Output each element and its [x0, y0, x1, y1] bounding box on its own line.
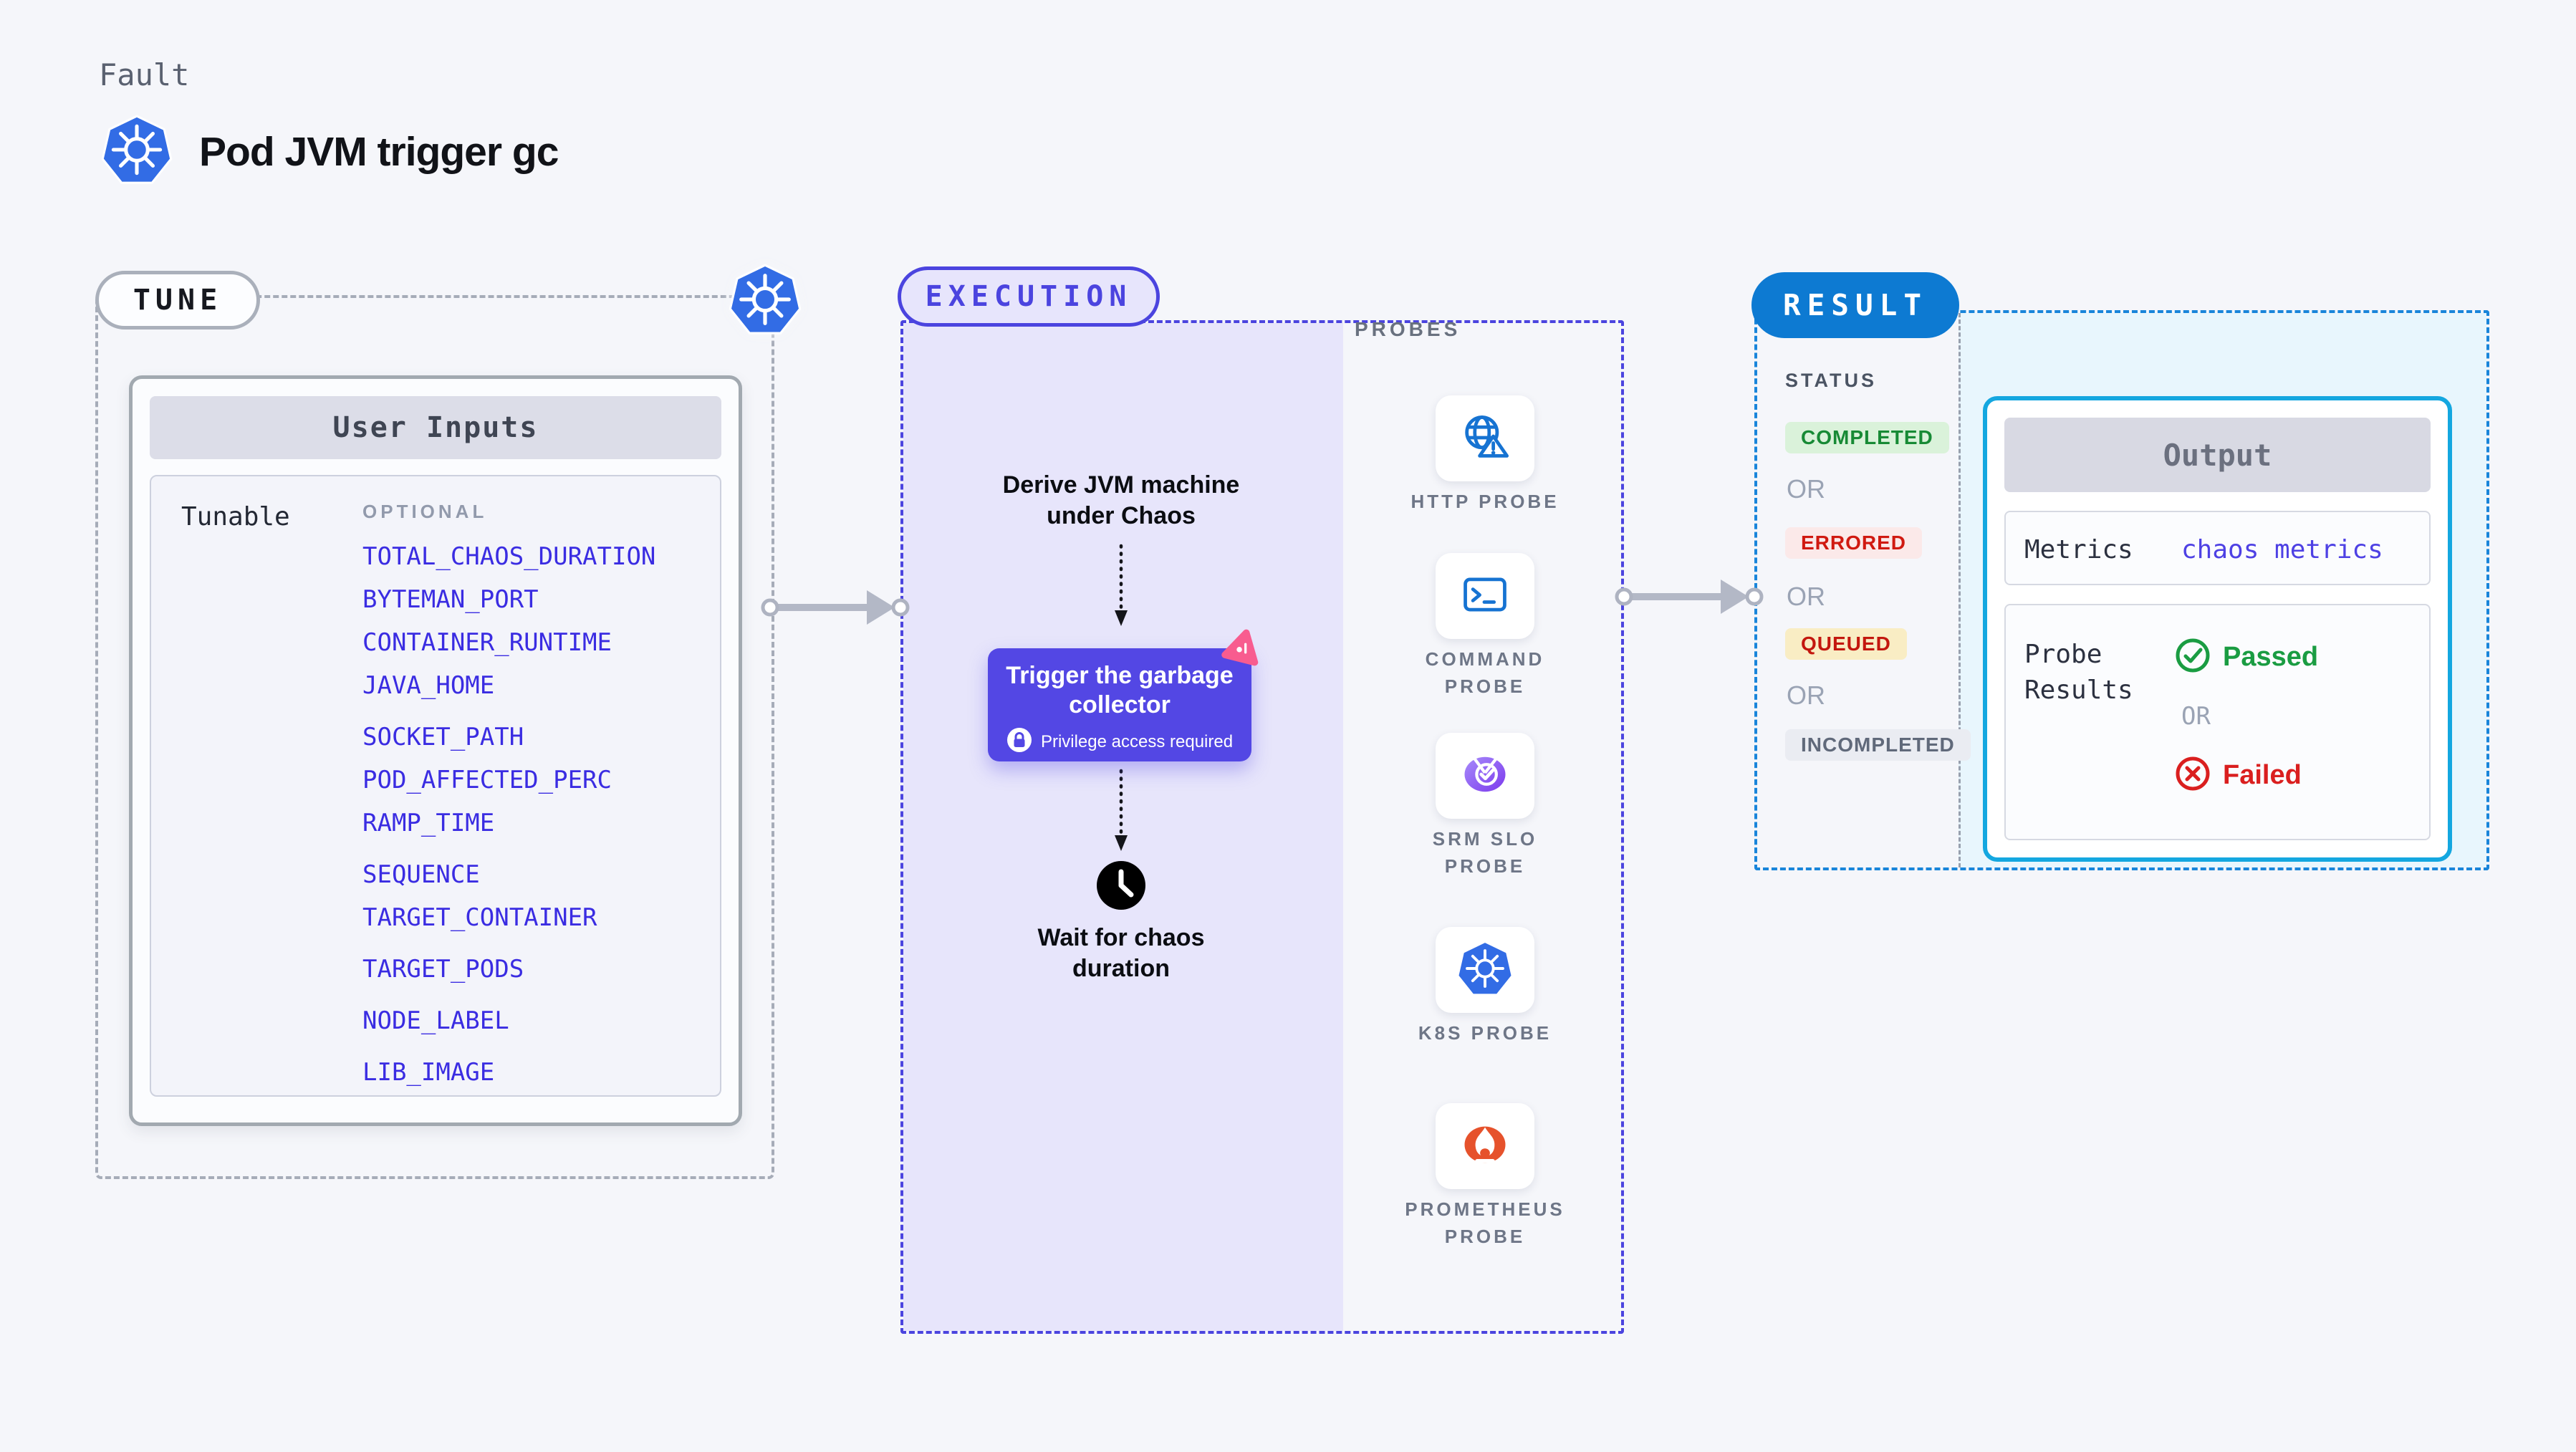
- output-card: Output Metrics chaos metrics Probe Resul…: [1983, 396, 2452, 862]
- param-item: SEQUENCE: [362, 860, 480, 889]
- tunable-label: Tunable: [181, 502, 290, 532]
- status-heading: STATUS: [1785, 370, 1877, 391]
- user-inputs-card: User Inputs Tunable OPTIONAL TOTAL_CHAOS…: [129, 375, 742, 1126]
- param-item: RAMP_TIME: [362, 809, 495, 837]
- prometheus-probe-card: [1436, 1103, 1534, 1189]
- status-badge-errored: ERRORED: [1785, 527, 1923, 559]
- tune-section-box: [95, 295, 774, 1179]
- param-item: BYTEMAN_PORT: [362, 585, 539, 614]
- probe-label: HTTP PROBE: [1410, 491, 1559, 512]
- http-probe-card: [1436, 395, 1534, 481]
- output-title: Output: [2004, 418, 2431, 492]
- passed-row: Passed: [2174, 637, 2318, 678]
- probe-label: PROMETHEUS PROBE: [1405, 1198, 1565, 1247]
- probe-label: COMMAND PROBE: [1425, 648, 1545, 697]
- command-probe-card: [1436, 553, 1534, 639]
- or-separator: OR: [1787, 681, 1825, 710]
- wait-duration-text: Wait for chaos duration: [1037, 924, 1205, 982]
- param-item: JAVA_HOME: [362, 671, 495, 700]
- param-item: CONTAINER_RUNTIME: [362, 628, 612, 657]
- status-badge-queued: QUEUED: [1785, 628, 1907, 660]
- clock-icon: [1095, 860, 1147, 915]
- result-badge: RESULT: [1751, 272, 1959, 338]
- or-separator: OR: [2181, 702, 2211, 731]
- tune-badge: TUNE: [95, 271, 260, 330]
- user-inputs-body: Tunable OPTIONAL TOTAL_CHAOS_DURATION BY…: [150, 475, 721, 1097]
- execution-to-result-arrow: [1613, 575, 1765, 622]
- or-separator: OR: [1787, 474, 1825, 504]
- tune-to-execution-arrow: [759, 586, 911, 633]
- execution-section-box: [900, 320, 1624, 1334]
- probes-heading: PROBES: [1355, 318, 1461, 340]
- execution-flow-area: [903, 323, 1343, 1331]
- srm-slo-probe-card: [1436, 733, 1534, 819]
- optional-group-label: OPTIONAL: [362, 501, 488, 522]
- param-item: LIB_IMAGE: [362, 1058, 495, 1087]
- probe-results-row: Probe Results Passed OR: [2004, 604, 2431, 840]
- metrics-value-link: chaos metrics: [2181, 535, 2383, 564]
- param-item: TOTAL_CHAOS_DURATION: [362, 542, 656, 571]
- status-badge-incompleted: INCOMPLETED: [1785, 729, 1971, 761]
- privilege-note-text: Privilege access required: [1040, 732, 1234, 752]
- metrics-row: Metrics chaos metrics: [2004, 511, 2431, 585]
- dotted-arrow-down-icon: [1112, 768, 1130, 860]
- user-inputs-title: User Inputs: [150, 396, 721, 459]
- kubernetes-icon: [728, 262, 802, 340]
- prometheus-flame-icon: [1458, 1117, 1512, 1175]
- globe-alert-icon: [1458, 410, 1512, 468]
- status-output-divider: [1959, 313, 1961, 867]
- param-item: TARGET_CONTAINER: [362, 903, 597, 932]
- param-item: TARGET_PODS: [362, 955, 524, 984]
- metrics-label: Metrics: [2024, 535, 2133, 564]
- kubernetes-icon: [100, 113, 173, 190]
- derive-jvm-text: Derive JVM machine under Chaos: [1002, 471, 1240, 529]
- param-item: NODE_LABEL: [362, 1006, 509, 1035]
- kubernetes-icon: [1457, 941, 1513, 1000]
- param-item: SOCKET_PATH: [362, 723, 524, 751]
- trigger-gc-title: Trigger the garbage collector: [1006, 662, 1234, 718]
- page-title: Pod JVM trigger gc: [199, 128, 559, 175]
- failed-label: Failed: [2223, 760, 2302, 790]
- terminal-icon: [1458, 567, 1512, 625]
- probe-label: K8S PROBE: [1418, 1022, 1552, 1044]
- probe-label: SRM SLO PROBE: [1432, 828, 1538, 877]
- k8s-probe-card: [1436, 927, 1534, 1013]
- fault-kicker: Fault: [99, 57, 190, 92]
- param-item: POD_AFFECTED_PERC: [362, 766, 612, 794]
- status-badge-completed: COMPLETED: [1785, 422, 1949, 453]
- chaos-experiment-icon: [1217, 623, 1267, 675]
- title-row: Pod JVM trigger gc: [100, 113, 559, 190]
- tunable-params-list: OPTIONAL TOTAL_CHAOS_DURATION BYTEMAN_PO…: [362, 501, 655, 1085]
- trigger-gc-node: Trigger the garbage collector Privilege …: [988, 648, 1251, 761]
- or-separator: OR: [1787, 582, 1825, 611]
- check-circle-icon: [2174, 637, 2211, 678]
- probe-results-values: Passed OR Failed: [2174, 637, 2318, 796]
- execution-badge: EXECUTION: [898, 266, 1160, 327]
- passed-label: Passed: [2223, 642, 2319, 672]
- privilege-note: Privilege access required: [988, 727, 1251, 758]
- probe-results-label: Probe Results: [2024, 640, 2133, 706]
- failed-row: Failed: [2174, 755, 2318, 796]
- gauge-check-icon: [1458, 747, 1512, 805]
- dotted-arrow-down-icon: [1112, 543, 1130, 635]
- lock-icon: [1006, 727, 1032, 758]
- x-circle-icon: [2174, 755, 2211, 796]
